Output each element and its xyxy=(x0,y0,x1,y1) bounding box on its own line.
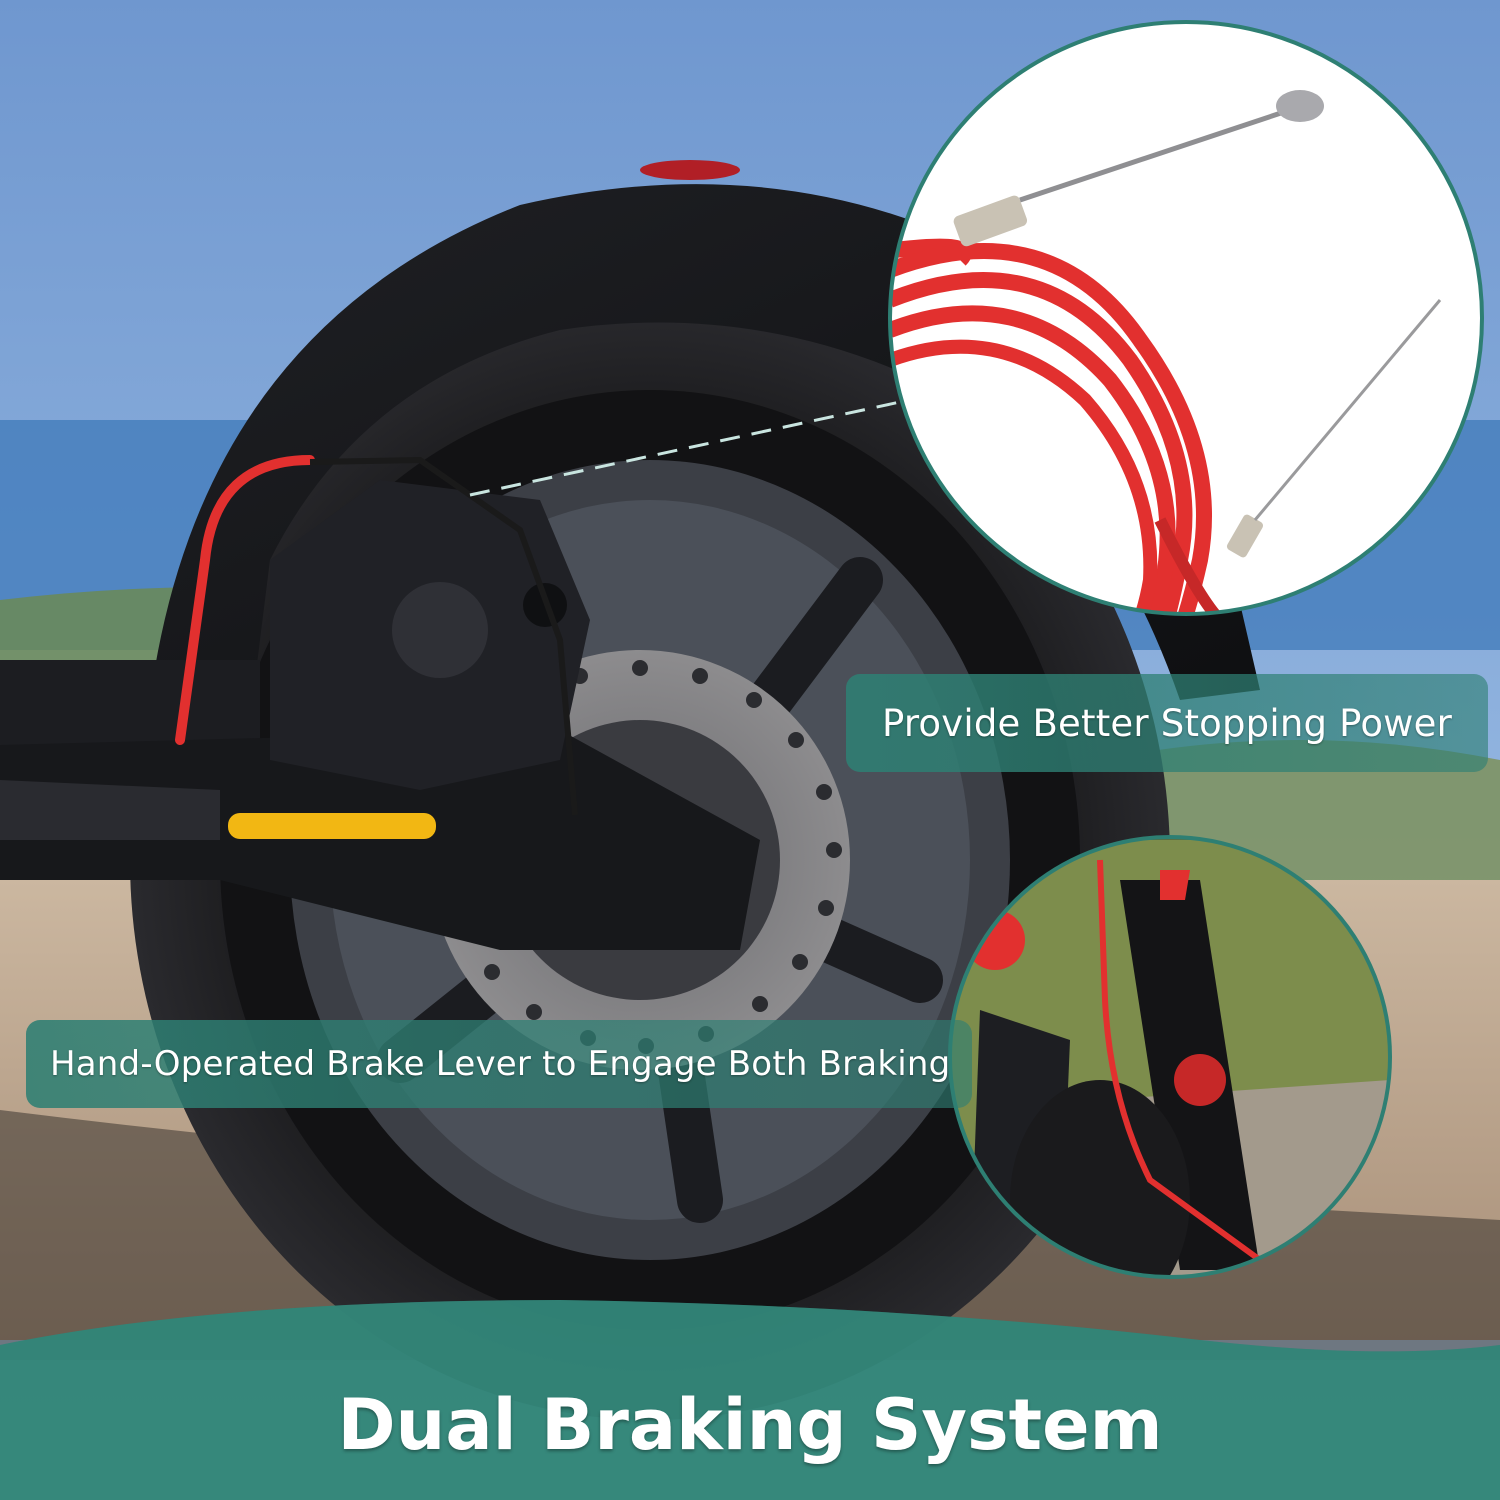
callout-stopping-power: Provide Better Stopping Power xyxy=(881,701,1453,745)
scooter-deck xyxy=(0,660,260,760)
callout-brake-lever: Hand-Operated Brake Lever to Engage Both… xyxy=(50,1044,951,1084)
headline: Dual Braking System xyxy=(337,1384,1163,1466)
callout-bottom-plate xyxy=(26,1020,972,1108)
callout-top-plate xyxy=(846,674,1488,772)
side-reflector xyxy=(228,813,436,839)
fender-red-light xyxy=(640,160,740,180)
bottom-wave-texture xyxy=(0,1300,1500,1500)
caliper-piston xyxy=(392,582,488,678)
brake-wire xyxy=(309,456,578,816)
stem-detail-inset xyxy=(948,835,1392,1279)
bottom-wave xyxy=(0,1300,1500,1500)
dashed-connector xyxy=(469,400,901,497)
cable-detail-inset xyxy=(888,20,1484,616)
brake-cable xyxy=(175,455,315,745)
frame-highlight xyxy=(0,780,220,840)
